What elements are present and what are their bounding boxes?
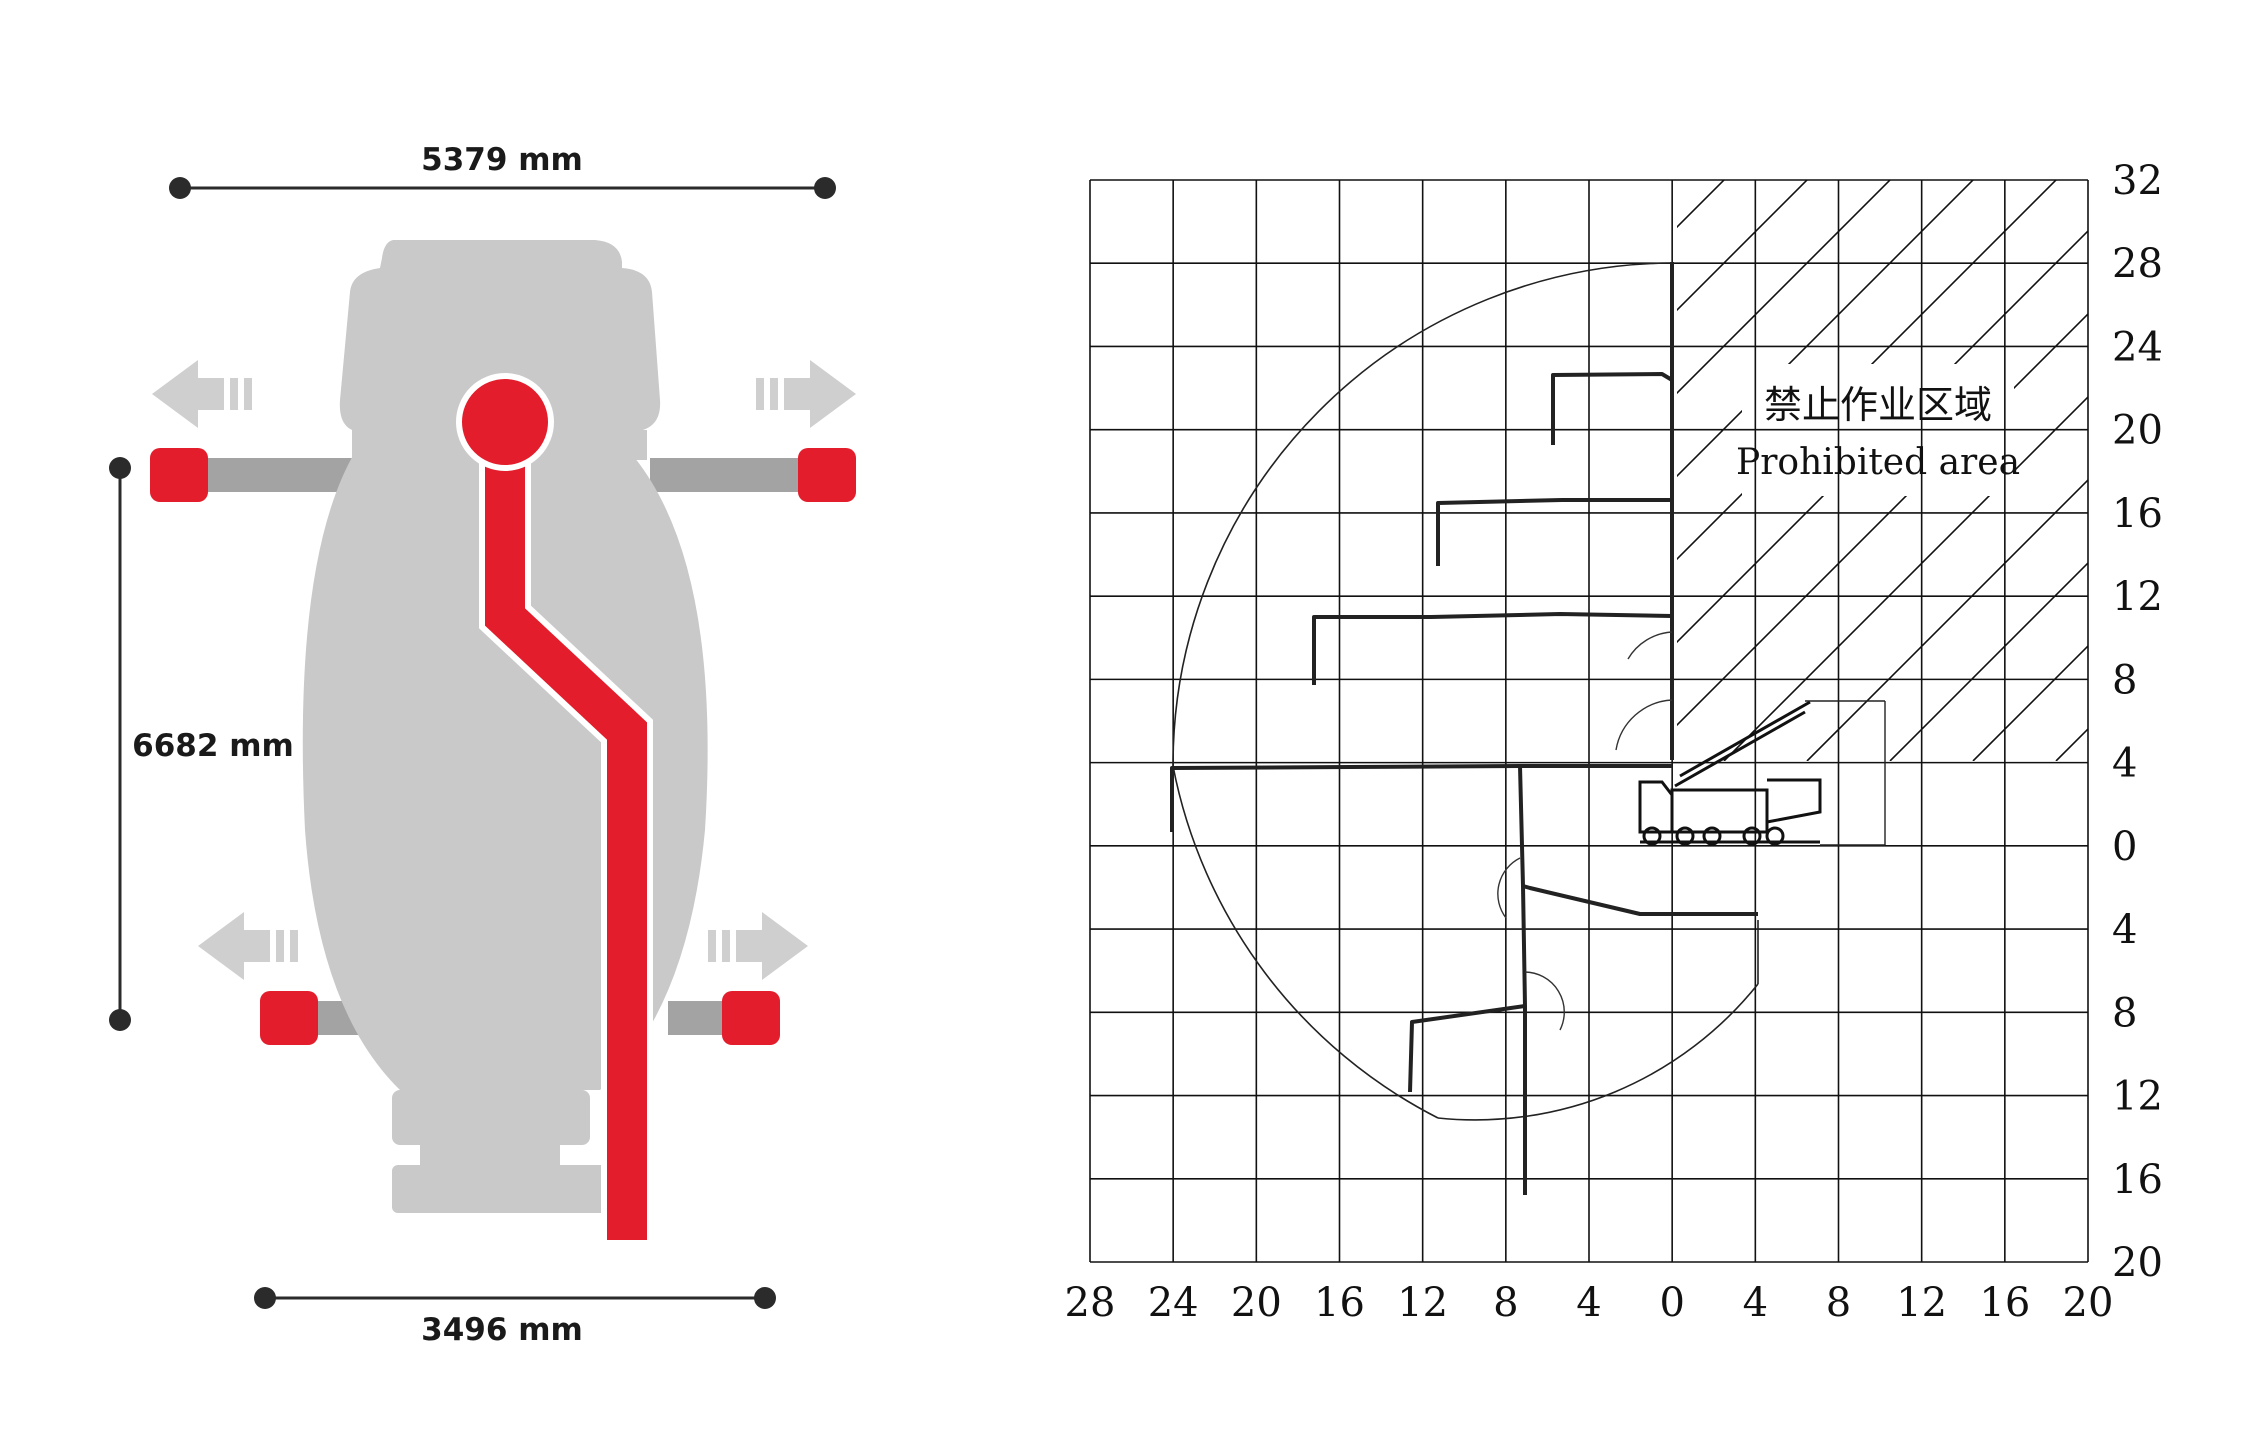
reach-grid: [1089, 179, 2089, 1263]
x-tick-label: 12: [1896, 1280, 1947, 1326]
boom-position-5: [1408, 885, 1527, 1093]
boom-position-1: [1551, 372, 1674, 445]
prohibited-area-label-zh: 禁止作业区域: [1764, 383, 1992, 427]
y-tick-label: 4: [2112, 741, 2137, 787]
y-tick-label: 24: [2112, 324, 2163, 370]
y-tick-label: 12: [2112, 1074, 2163, 1120]
x-tick-label: 16: [1314, 1280, 1365, 1326]
front-span-dimension: 5379 mm: [169, 142, 836, 199]
length-dimension: 6682 mm: [109, 457, 294, 1031]
arrow-left-icon: [152, 360, 252, 428]
y-tick-label: 28: [2112, 241, 2163, 287]
y-tick-label: 16: [2112, 491, 2163, 537]
y-tick-label: 20: [2112, 1240, 2163, 1286]
y-tick-label: 0: [2112, 824, 2137, 870]
boom-positions: [1170, 262, 1758, 1195]
boom-position-2: [1436, 498, 1672, 566]
x-tick-label: 0: [1659, 1280, 1684, 1326]
boom-turret: [456, 373, 554, 471]
truck-icon: [1638, 700, 1822, 846]
front-right-arm: [650, 458, 810, 492]
arrow-right-icon: [756, 360, 856, 428]
rear-left-pad: [260, 991, 318, 1045]
y-tick-label: 4: [2112, 907, 2137, 953]
hatch-line: [2222, 161, 2250, 761]
arrow-left-icon: [198, 912, 298, 980]
front-left-arm: [195, 458, 365, 492]
front-span-label: 5379 mm: [421, 142, 583, 178]
rear-right-pad: [722, 991, 780, 1045]
reach-envelope: [1172, 262, 1759, 1121]
boom-position-4: [1518, 765, 1758, 916]
outrigger-layout-diagram: 5379 mm: [109, 142, 856, 1348]
y-tick-label: 12: [2112, 574, 2163, 620]
y-tick-label: 20: [2112, 408, 2163, 454]
y-axis-labels: 32 28 24 20 16 12 8 4 0 4 8 12 16 20: [2112, 158, 2163, 1286]
x-tick-label: 16: [1979, 1280, 2030, 1326]
outrigger-pads: [150, 448, 856, 1045]
hatch-line: [1677, 180, 1910, 761]
folded-boom: [456, 373, 653, 1240]
x-axis-labels: 28 24 20 16 12 8 4 0 4 8 12 16 20: [1065, 1280, 2114, 1326]
angle-indicators: [1497, 631, 1673, 1031]
prohibited-area-hatch: [977, 161, 2250, 761]
hatch-line: [1889, 180, 2088, 761]
x-tick-label: 20: [2063, 1280, 2114, 1326]
hatch-line: [1723, 180, 2088, 761]
length-label: 6682 mm: [132, 728, 294, 764]
x-tick-label: 28: [1065, 1280, 1116, 1326]
working-range-diagram: 禁止作业区域 Prohibited area 28 24 20 16 12 8 4 0 4 8 12…: [977, 158, 2250, 1326]
y-tick-label: 32: [2112, 158, 2163, 204]
hatch-line: [1060, 161, 1660, 761]
x-tick-label: 8: [1493, 1280, 1518, 1326]
rear-span-dimension: 3496 mm: [254, 1287, 776, 1348]
truck-height-marker: [1805, 700, 1886, 846]
y-tick-label: 8: [2112, 657, 2137, 703]
x-tick-label: 12: [1397, 1280, 1448, 1326]
y-tick-label: 16: [2112, 1157, 2163, 1203]
x-tick-label: 24: [1148, 1280, 1199, 1326]
front-right-pad: [798, 448, 856, 502]
hatch-line: [1677, 180, 1993, 761]
extension-arrows: [152, 360, 856, 980]
hatch-line: [1677, 180, 1744, 761]
arrow-right-icon: [708, 912, 808, 980]
x-tick-label: 4: [1743, 1280, 1768, 1326]
rear-span-label: 3496 mm: [421, 1312, 583, 1348]
hatch-line: [1677, 180, 1827, 761]
x-tick-label: 4: [1576, 1280, 1601, 1326]
prohibited-area-label-en: Prohibited area: [1736, 442, 2020, 483]
y-tick-label: 8: [2112, 990, 2137, 1036]
x-tick-label: 8: [1826, 1280, 1851, 1326]
hatch-line: [1972, 180, 2088, 761]
hatch-line: [1806, 180, 2088, 761]
front-left-pad: [150, 448, 208, 502]
hatch-line: [977, 161, 1577, 761]
x-tick-label: 20: [1231, 1280, 1282, 1326]
boom-position-3: [1312, 612, 1673, 685]
boom-horizontal: [1170, 764, 1672, 832]
